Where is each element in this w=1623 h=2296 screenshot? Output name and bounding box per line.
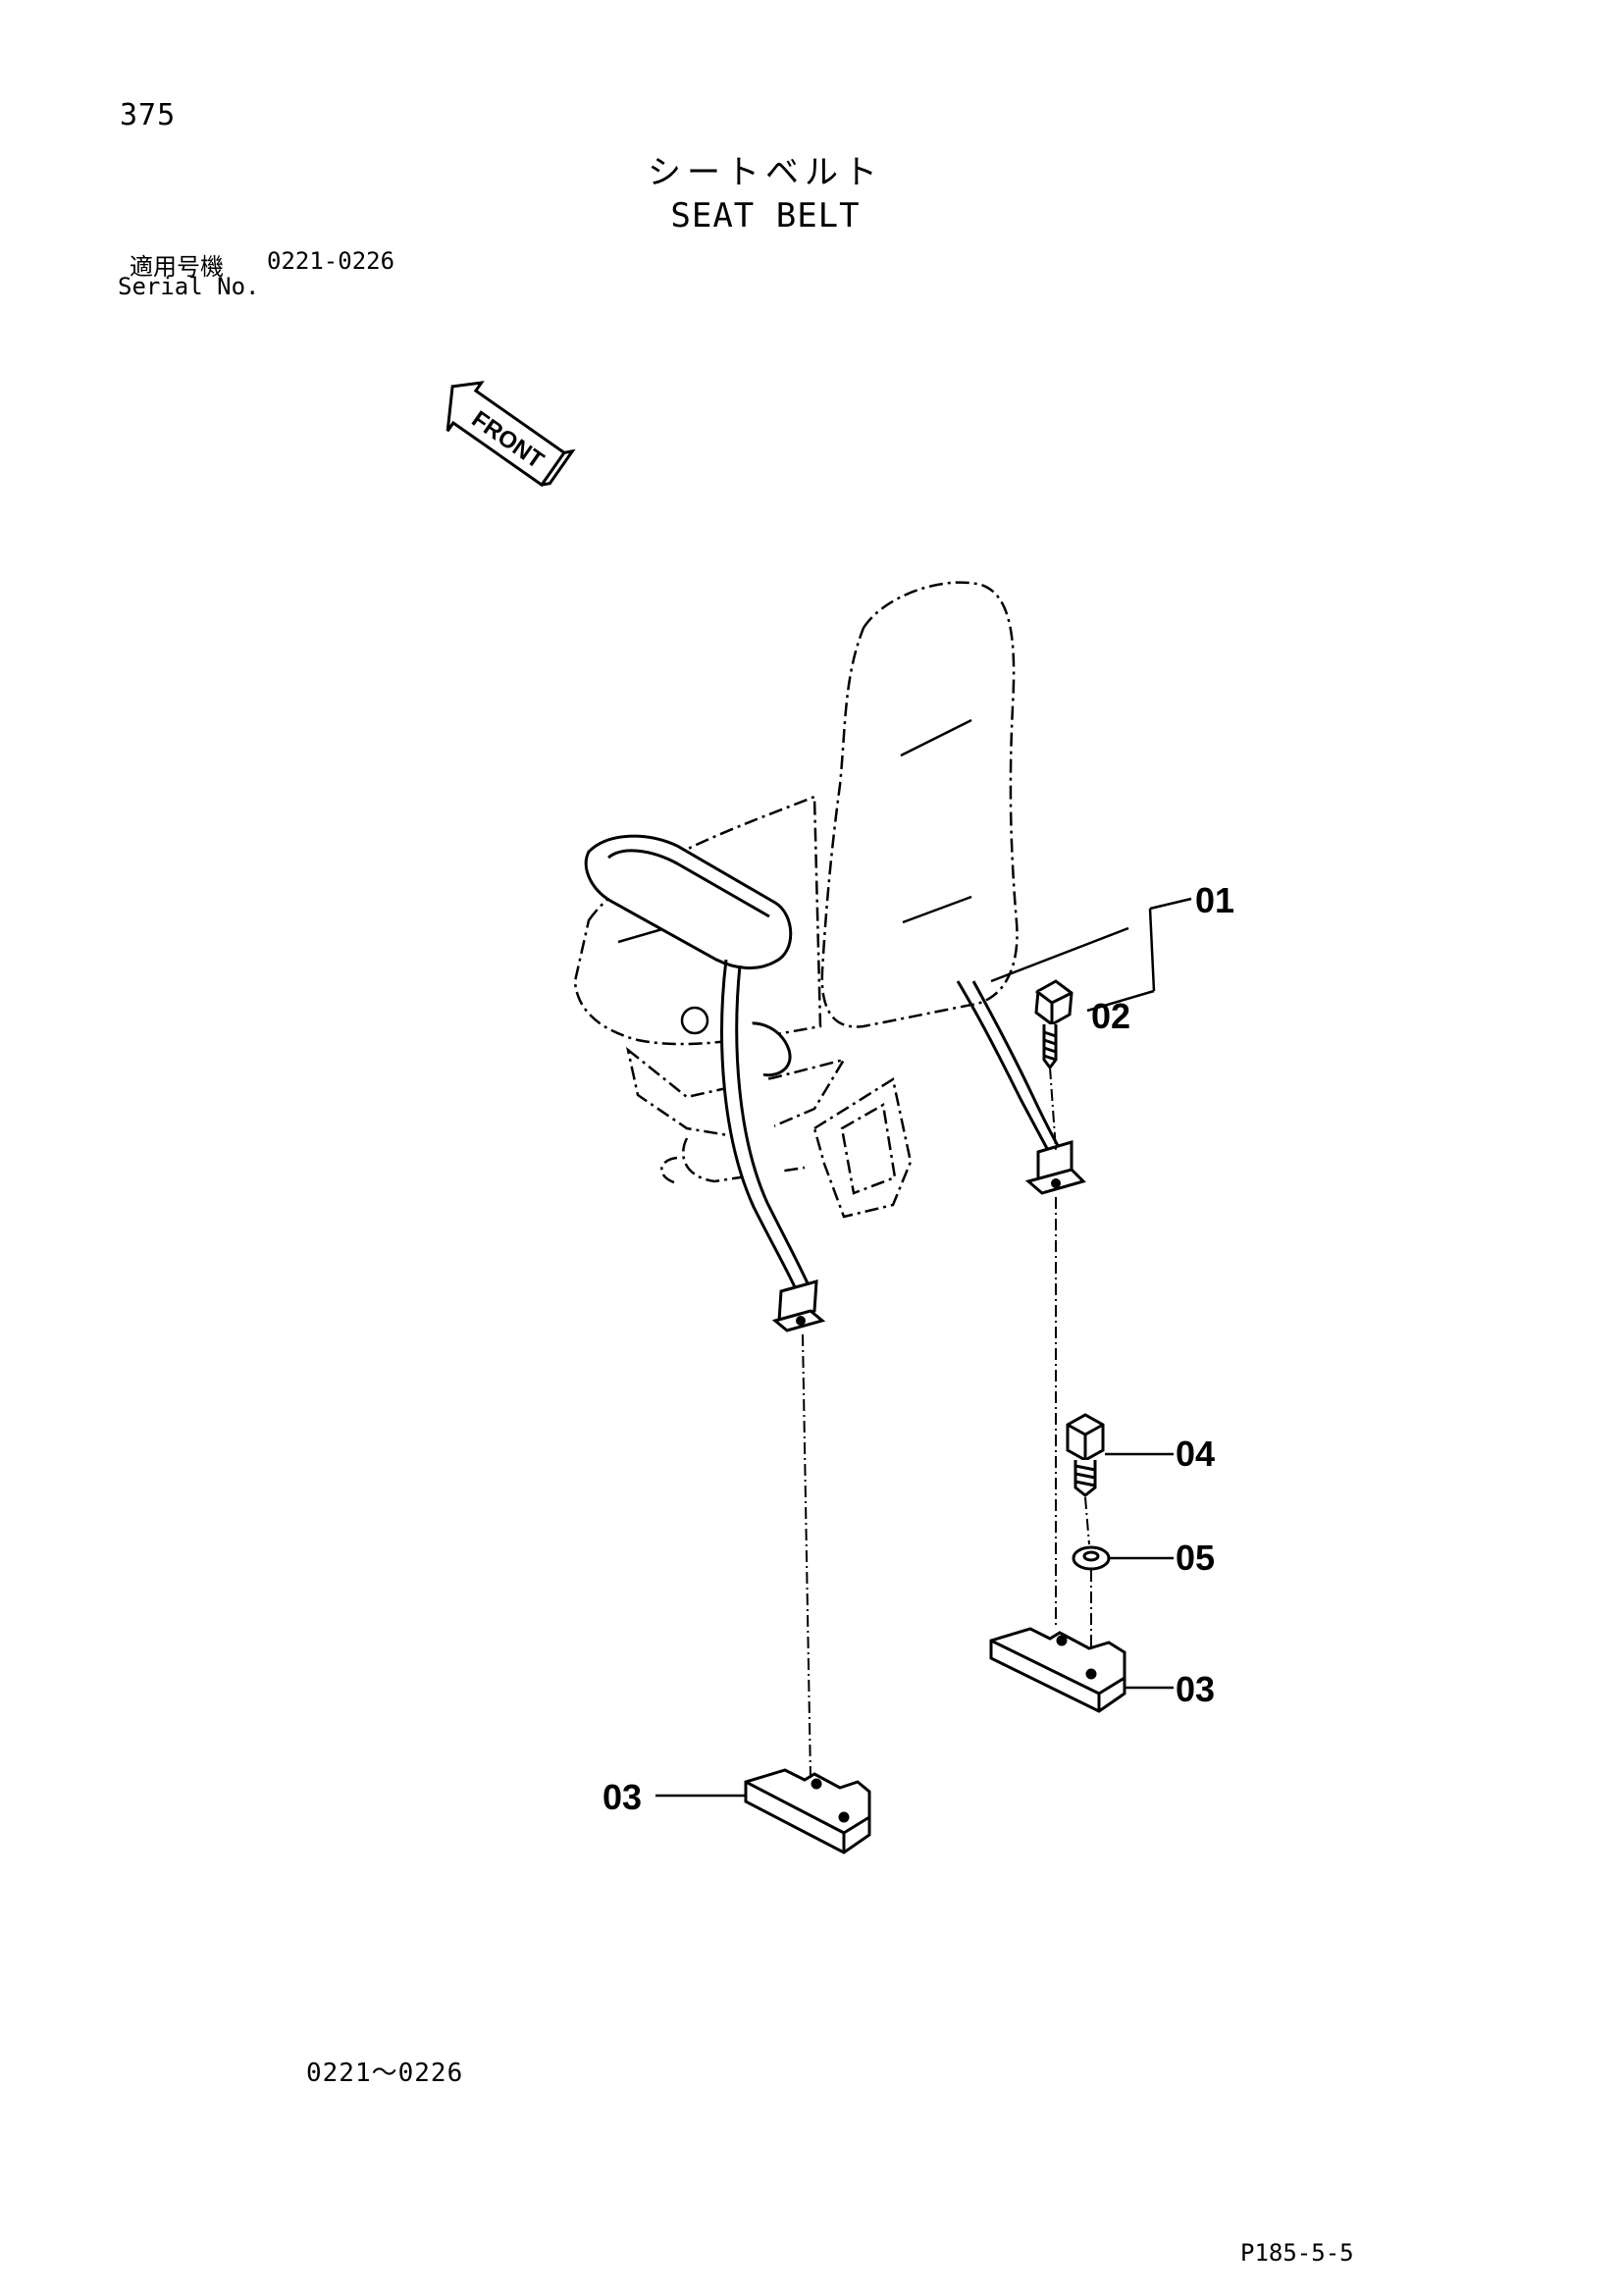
callout-01: 01 (1195, 880, 1234, 920)
page-number: 375 (120, 98, 177, 132)
bolt-04 (1066, 1413, 1105, 1497)
serial-label: Serial No. (118, 273, 260, 300)
washer-05 (1072, 1545, 1111, 1571)
armrest (584, 834, 793, 1077)
page-code: P185-5-5 (1240, 2239, 1354, 2267)
page-title: SEAT BELT (670, 196, 861, 235)
serial-label-japanese: 適用号機 (130, 253, 224, 281)
bracket-03-right (989, 1627, 1126, 1713)
callout-04: 04 (1176, 1434, 1215, 1474)
callout-05: 05 (1176, 1538, 1215, 1578)
seat-belt (720, 959, 1086, 1332)
leader-lines (655, 897, 1192, 1798)
callout-03-left: 03 (602, 1777, 642, 1817)
page-title-japanese: シートベルト (648, 153, 883, 192)
applicable-serial-range: 0221～0226 (306, 2059, 464, 2088)
bracket-03-left (744, 1768, 871, 1854)
callout-02: 02 (1091, 996, 1130, 1036)
assembly-centerlines (802, 1067, 1092, 1779)
serial-range: 0221-0226 (267, 247, 395, 275)
front-arrow-icon: FRONT (445, 381, 576, 488)
callout-03-right: 03 (1176, 1669, 1215, 1709)
bolt-02 (1034, 979, 1073, 1070)
